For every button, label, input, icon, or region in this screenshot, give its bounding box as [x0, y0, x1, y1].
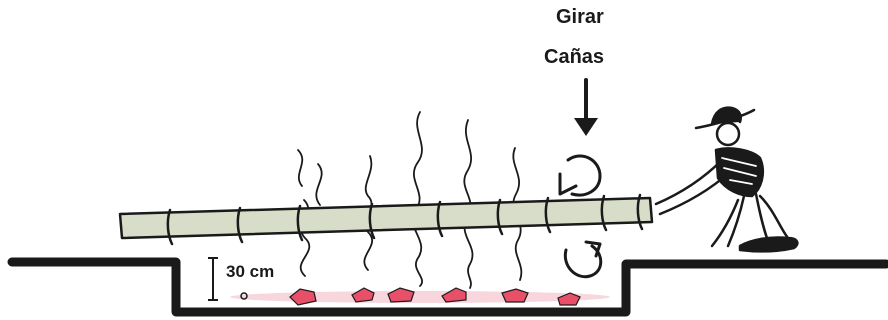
ember — [442, 288, 466, 302]
heat-wisp — [316, 164, 321, 205]
heat-wisp — [413, 112, 422, 286]
person-figure — [656, 108, 797, 252]
rotate-arrow-icon — [560, 156, 600, 195]
cane-pole — [120, 195, 652, 244]
instruction-label-line1: Girar — [556, 6, 604, 29]
ground-and-pit-outline — [12, 262, 886, 312]
ember — [502, 289, 528, 302]
heat-wisp — [298, 150, 302, 186]
depth-marker — [208, 258, 218, 300]
instruction-label-line2: Cañas — [544, 46, 604, 69]
rotate-arrow-icon — [565, 242, 600, 277]
ember — [388, 288, 414, 302]
down-arrow-icon — [574, 80, 598, 136]
ember — [290, 289, 316, 305]
pit-depth-label: 30 cm — [226, 262, 274, 282]
ember-glow — [230, 291, 610, 303]
heat-wisps — [298, 112, 521, 288]
ember — [352, 288, 374, 302]
